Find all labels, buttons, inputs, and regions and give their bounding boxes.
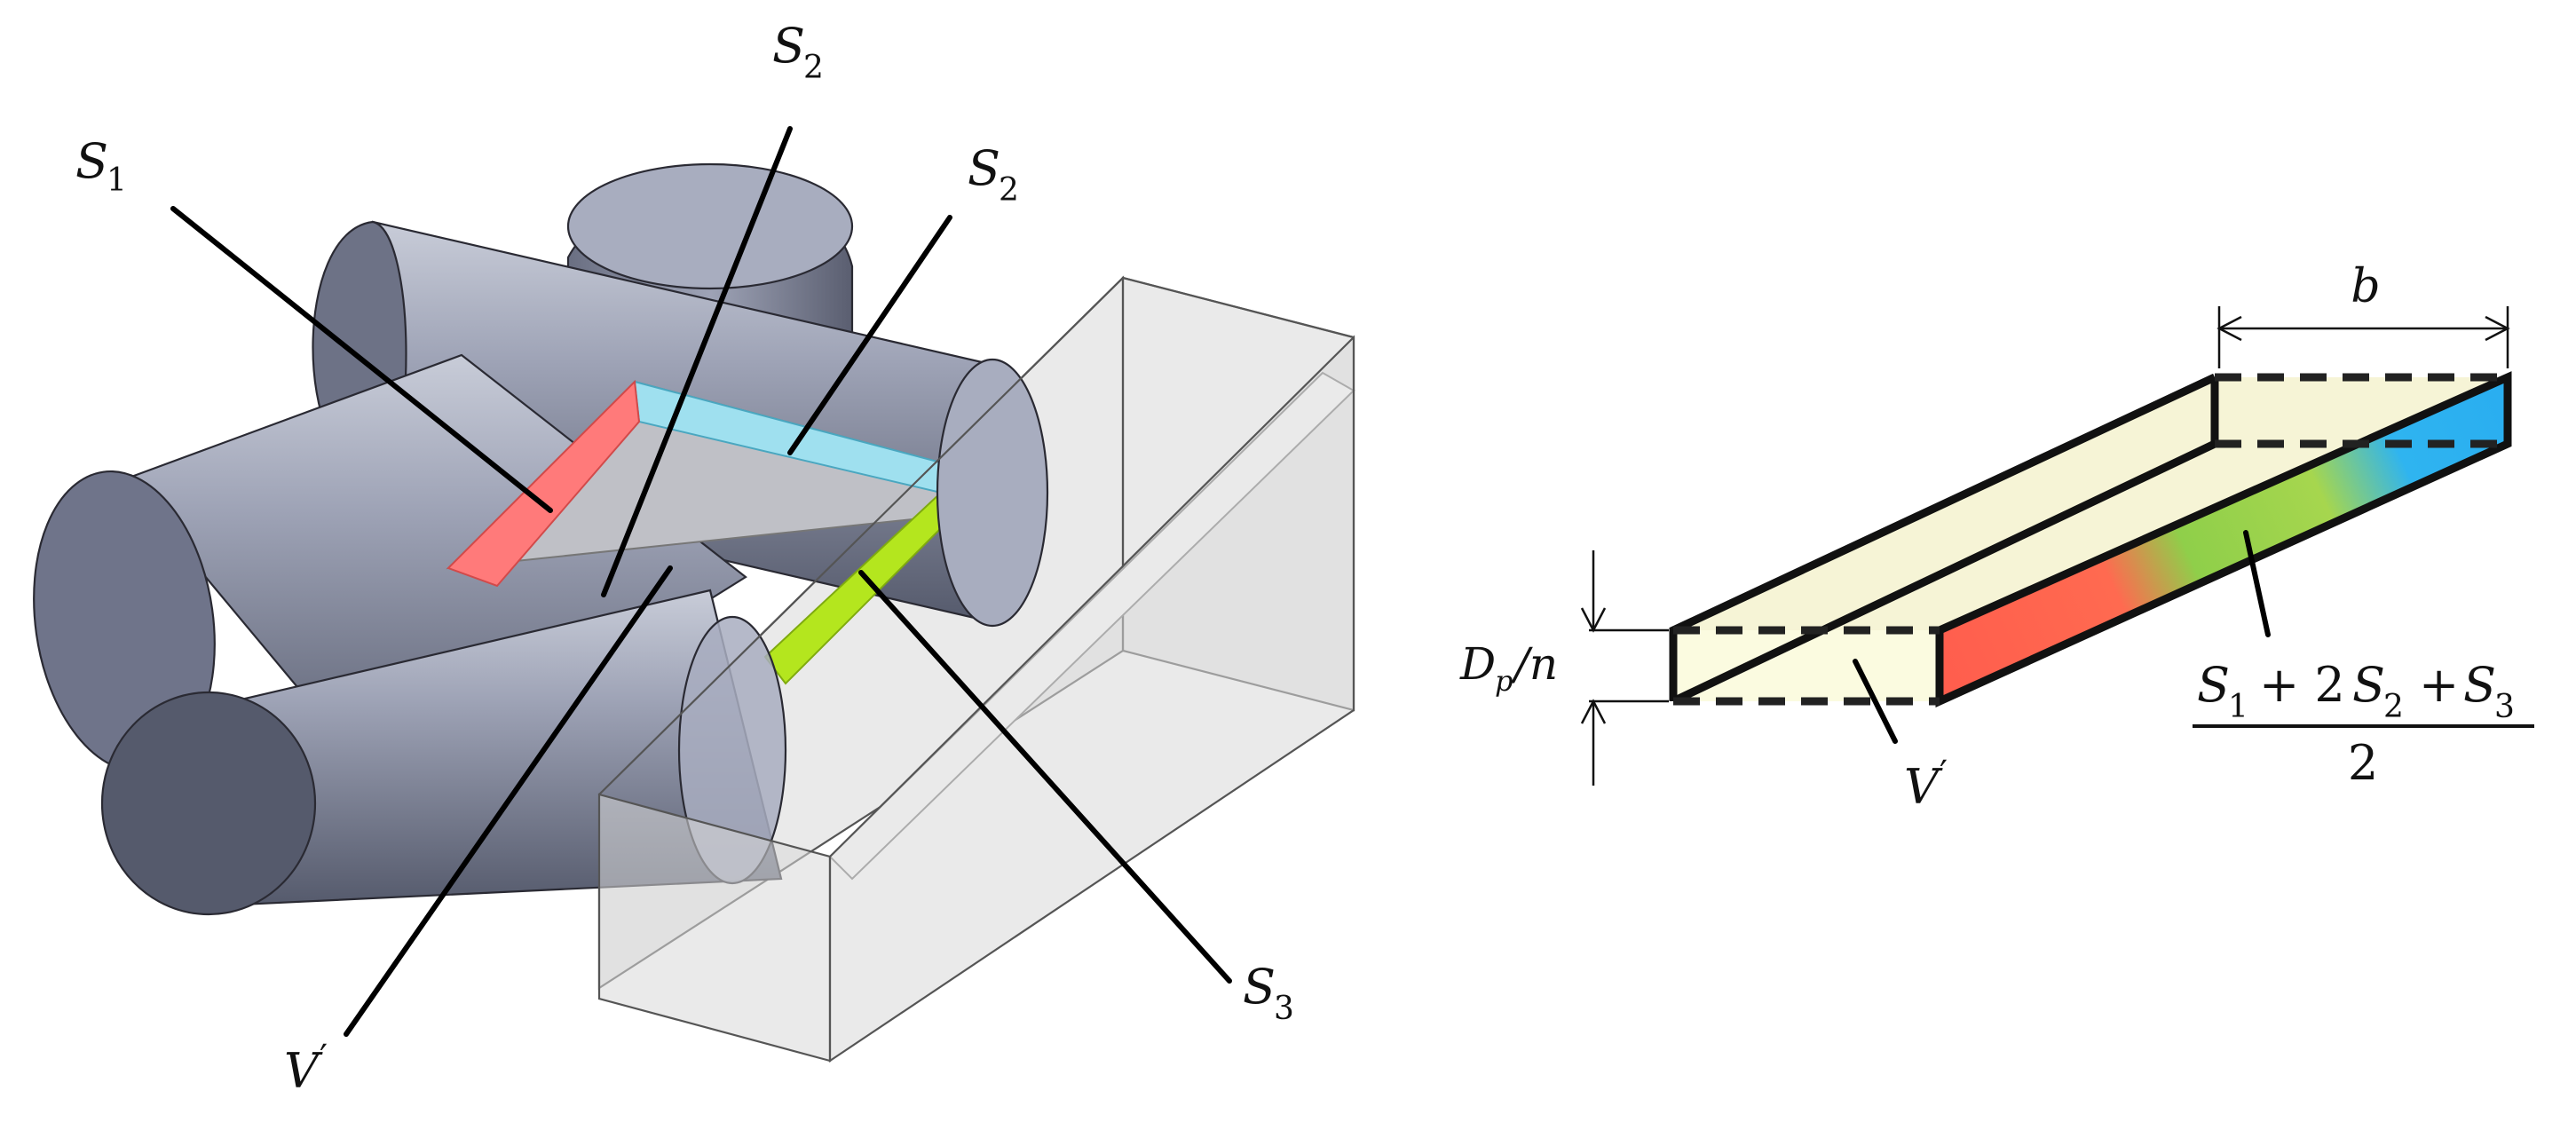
svg-text:V: V (284, 1043, 323, 1099)
svg-text:S: S (772, 18, 805, 74)
pipe-back-cap (566, 162, 854, 290)
leader-formula (2243, 530, 2271, 637)
label-s1: S 1 (75, 133, 127, 199)
right-figure: b D p /n V ′ S 1 + 2 S 2 + S 3 (1459, 260, 2534, 815)
dim-dp-arrow-bottom (1580, 699, 1607, 724)
formula-denominator: 2 (2348, 735, 2378, 791)
leader-s2-right (787, 215, 952, 455)
leader-s1 (170, 206, 553, 513)
slab-outline-inner-diagonal (1671, 439, 2216, 706)
label-b: b (2351, 260, 2380, 313)
leader-v-prime-right (1853, 659, 1898, 744)
svg-text:+: + (2419, 657, 2459, 713)
svg-text:2: 2 (803, 50, 824, 86)
svg-text:2: 2 (2383, 689, 2404, 725)
svg-text:+ 2: + 2 (2259, 657, 2345, 713)
svg-text:D: D (1459, 638, 1496, 690)
formula-average-area: S 1 + 2 S 2 + S 3 2 (2193, 657, 2534, 791)
pipe-right-cap-upper (936, 358, 1049, 628)
leader-s3 (858, 570, 1232, 984)
svg-text:′: ′ (1940, 754, 1948, 794)
svg-text:S: S (2463, 657, 2496, 713)
dim-b-arrow-right (2485, 315, 2510, 342)
label-dp-over-n: D p /n (1459, 638, 1558, 698)
slab-outline-strip (1935, 371, 2512, 707)
pipe-front-cap (100, 691, 317, 916)
svg-text:p: p (1495, 664, 1513, 698)
svg-text:S: S (2352, 657, 2385, 713)
slab-end-face (1673, 630, 1940, 701)
svg-text:S: S (75, 133, 108, 189)
svg-text:3: 3 (2494, 689, 2515, 725)
svg-text:/n: /n (1511, 638, 1558, 690)
leader-v-prime-left (344, 565, 673, 1037)
svg-text:S: S (2197, 657, 2230, 713)
glass-box-side-face (828, 335, 1355, 1063)
left-figure: S 1 S 2 S 2 S 3 V ′ (33, 18, 1355, 1099)
svg-text:3: 3 (1274, 991, 1294, 1027)
leader-s2-top (601, 126, 793, 597)
svg-text:1: 1 (107, 162, 127, 199)
label-v-prime-left: V ′ (284, 1038, 328, 1099)
dim-b-arrow-left (2216, 315, 2242, 342)
svg-text:S: S (1243, 959, 1276, 1015)
svg-text:V: V (1904, 759, 1943, 815)
svg-text:′: ′ (320, 1038, 328, 1079)
svg-text:2: 2 (999, 172, 1019, 209)
label-v-prime-right: V ′ (1904, 754, 1948, 815)
label-s2-right: S 2 (968, 140, 1019, 209)
label-s2-top: S 2 (772, 18, 824, 86)
s1-face (446, 379, 641, 588)
svg-text:1: 1 (2228, 689, 2248, 725)
slab-gradient-face (1940, 377, 2508, 701)
dim-dp-arrow-top (1580, 607, 1607, 633)
svg-text:S: S (968, 140, 1000, 196)
label-s3: S 3 (1243, 959, 1294, 1027)
glass-box-top-edge (598, 276, 1355, 795)
